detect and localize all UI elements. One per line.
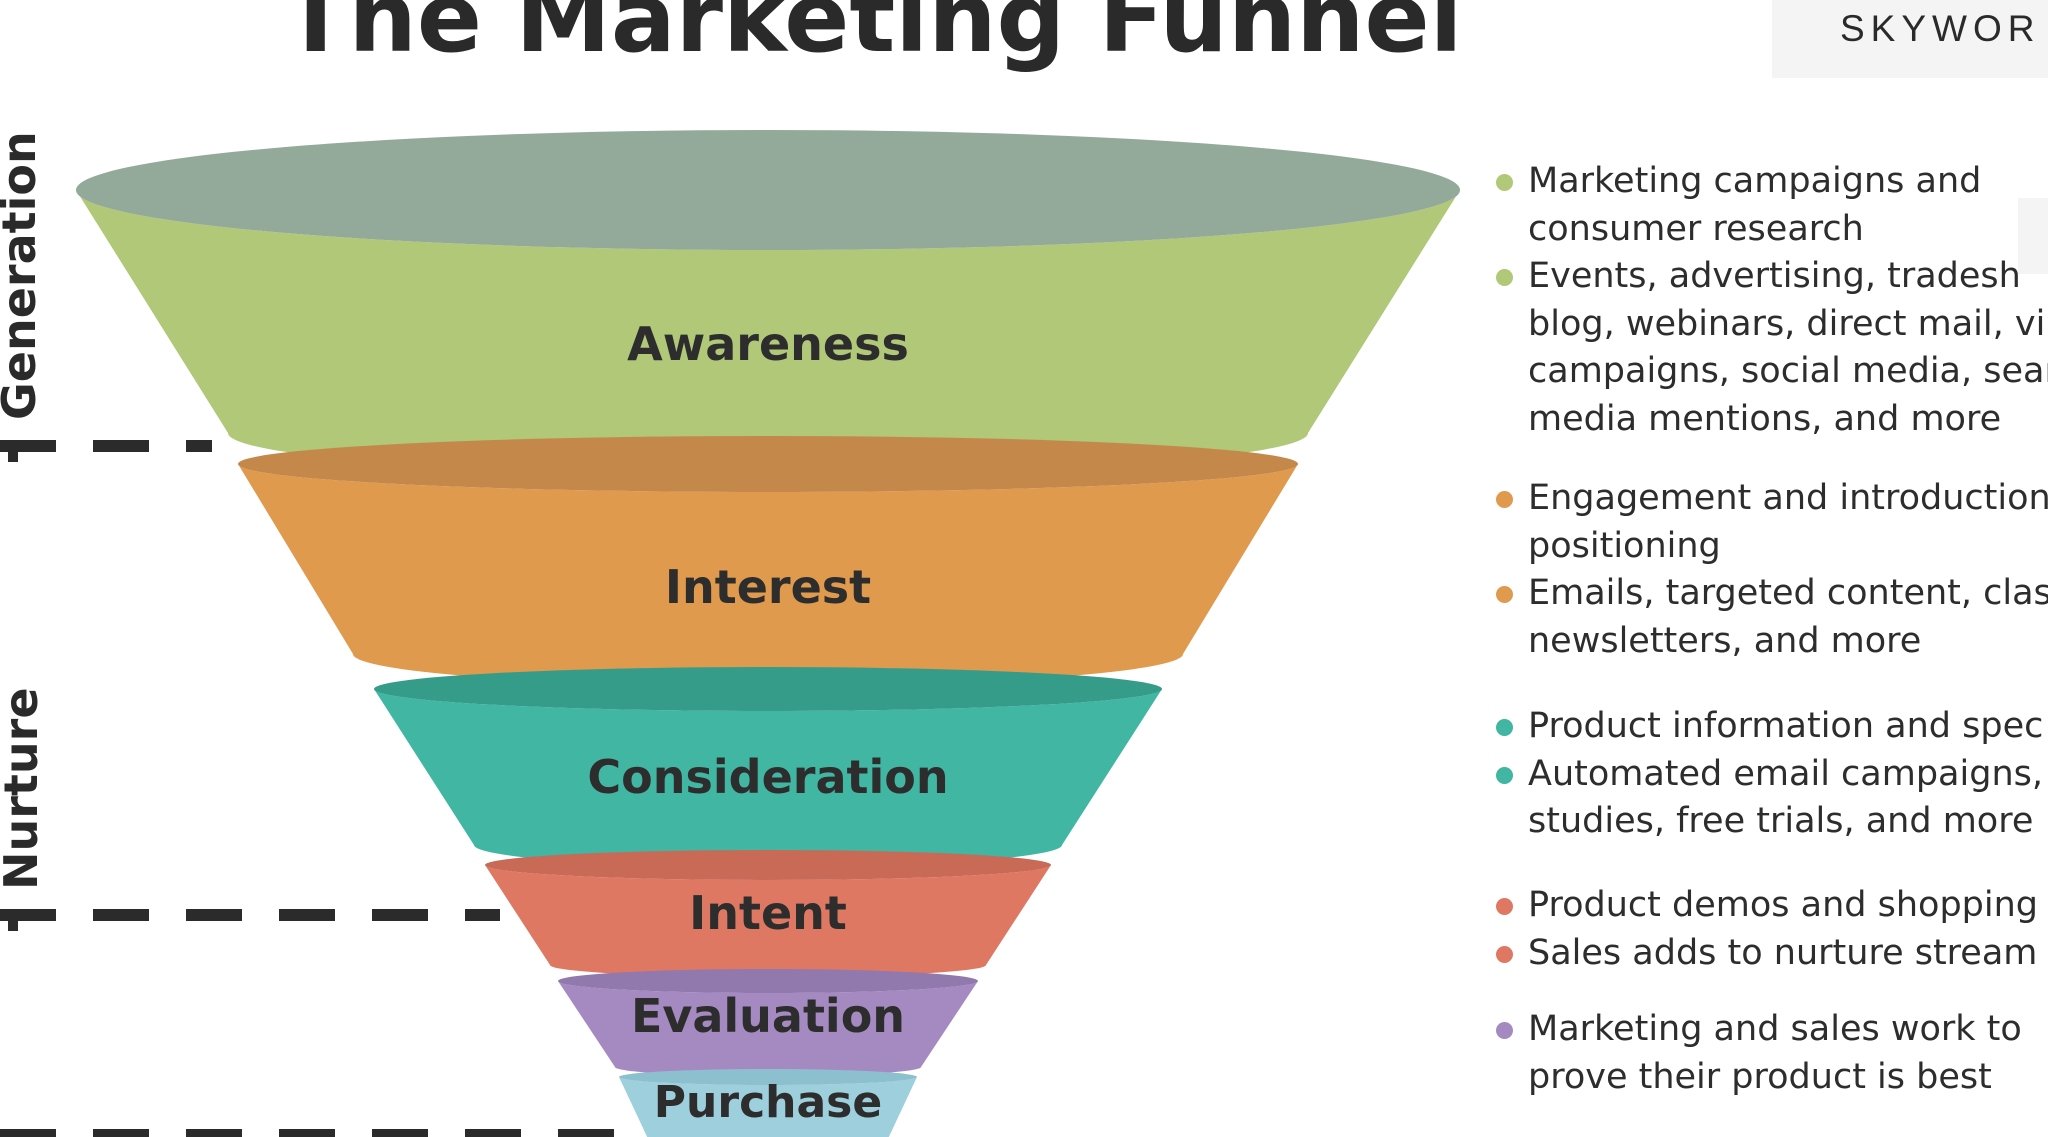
funnel-stage-awareness: Awareness xyxy=(76,130,1460,475)
bullet-dot-icon xyxy=(1496,491,1513,508)
bullet-dot-icon xyxy=(1496,586,1513,603)
funnel-layers: AwarenessInterestConsiderationIntentEval… xyxy=(76,130,1460,1137)
bullet-dot-icon xyxy=(1496,945,1513,963)
bullet-dot-icon xyxy=(1496,766,1513,784)
funnel-band-intent xyxy=(485,865,1051,977)
description-item: Product information and spec xyxy=(1490,703,2048,751)
stage-label-awareness: Awareness xyxy=(627,317,909,371)
side-tab xyxy=(2018,198,2048,274)
description-line: Product demos and shopping xyxy=(1528,885,2038,925)
logo-panel xyxy=(1772,0,2048,78)
description-item: Marketing campaigns and consumer research xyxy=(1490,158,2048,253)
description-item: Events, advertising, tradesh blog, webina… xyxy=(1490,253,2048,443)
stage-label-evaluation: Evaluation xyxy=(631,989,905,1043)
description-line: studies, free trials, and more xyxy=(1528,801,2034,841)
description-line: media mentions, and more xyxy=(1528,398,2002,439)
funnel-rim-purchase xyxy=(619,1069,917,1085)
description-line: Emails, targeted content, class xyxy=(1528,573,2048,613)
description-group-evaluation: Marketing and sales work to prove their p… xyxy=(1490,1006,2048,1101)
funnel-rim-intent xyxy=(485,850,1051,880)
funnel-rim-consideration xyxy=(374,667,1162,711)
description-line: positioning xyxy=(1528,525,1721,566)
description-line: Sales adds to nurture stream xyxy=(1528,932,2038,973)
funnel-stage-interest: Interest xyxy=(238,436,1298,686)
funnel-band-awareness xyxy=(76,190,1460,475)
description-line: Marketing and sales work to xyxy=(1528,1009,2022,1049)
description-line: Product information and spec xyxy=(1528,706,2044,746)
description-line: campaigns, social media, sear xyxy=(1528,351,2048,391)
funnel-band-evaluation xyxy=(558,981,978,1076)
bullet-dot-icon xyxy=(1496,174,1513,191)
funnel-stage-consideration: Consideration xyxy=(374,667,1162,867)
stage-label-purchase: Purchase xyxy=(654,1077,882,1128)
stage-label-intent: Intent xyxy=(689,886,847,940)
bullet-dot-icon xyxy=(1496,1022,1513,1039)
stage-label-consideration: Consideration xyxy=(587,750,948,804)
stage-dividers xyxy=(0,440,650,1137)
divider-bracket xyxy=(8,909,18,931)
funnel-band-interest xyxy=(238,464,1298,686)
description-line: Automated email campaigns, xyxy=(1528,753,2043,794)
description-item: Sales adds to nurture stream xyxy=(1490,930,2048,978)
brand-logo: SKYWOR xyxy=(1840,8,2041,49)
description-item: Product demos and shopping xyxy=(1490,882,2048,930)
funnel-stage-evaluation: Evaluation xyxy=(558,969,978,1076)
description-item: Automated email campaigns, studies, free … xyxy=(1490,751,2048,846)
funnel-band-consideration xyxy=(374,689,1162,867)
description-item: Marketing and sales work to prove their p… xyxy=(1490,1006,2048,1101)
funnel-stage-intent: Intent xyxy=(485,850,1051,977)
description-line: consumer research xyxy=(1528,208,1864,249)
description-line: Marketing campaigns and xyxy=(1528,161,1982,201)
description-item: Emails, targeted content, class newslette… xyxy=(1490,570,2048,665)
funnel-rim-awareness xyxy=(76,130,1460,250)
funnel-rim-evaluation xyxy=(558,969,978,993)
funnel-stage-purchase: Purchase xyxy=(619,1069,917,1137)
funnel-rim-interest xyxy=(238,436,1298,492)
funnel-band-purchase xyxy=(619,1077,917,1137)
description-line: prove their product is best xyxy=(1528,1056,1992,1097)
description-group-awareness: Marketing campaigns and consumer research… xyxy=(1490,158,2048,443)
divider-bracket xyxy=(8,440,18,462)
bullet-dot-icon xyxy=(1496,719,1513,736)
bullet-dot-icon xyxy=(1496,269,1513,286)
description-line: newsletters, and more xyxy=(1528,620,1922,661)
stage-label-interest: Interest xyxy=(665,560,871,614)
description-item: Engagement and introduction positioning xyxy=(1490,475,2048,570)
description-line: Events, advertising, tradesh xyxy=(1528,256,2021,296)
description-line: Engagement and introduction xyxy=(1528,478,2048,518)
page-title: The Marketing Funnel xyxy=(283,0,1463,74)
description-line: blog, webinars, direct mail, vir xyxy=(1528,303,2048,344)
bullet-dot-icon xyxy=(1496,898,1513,915)
